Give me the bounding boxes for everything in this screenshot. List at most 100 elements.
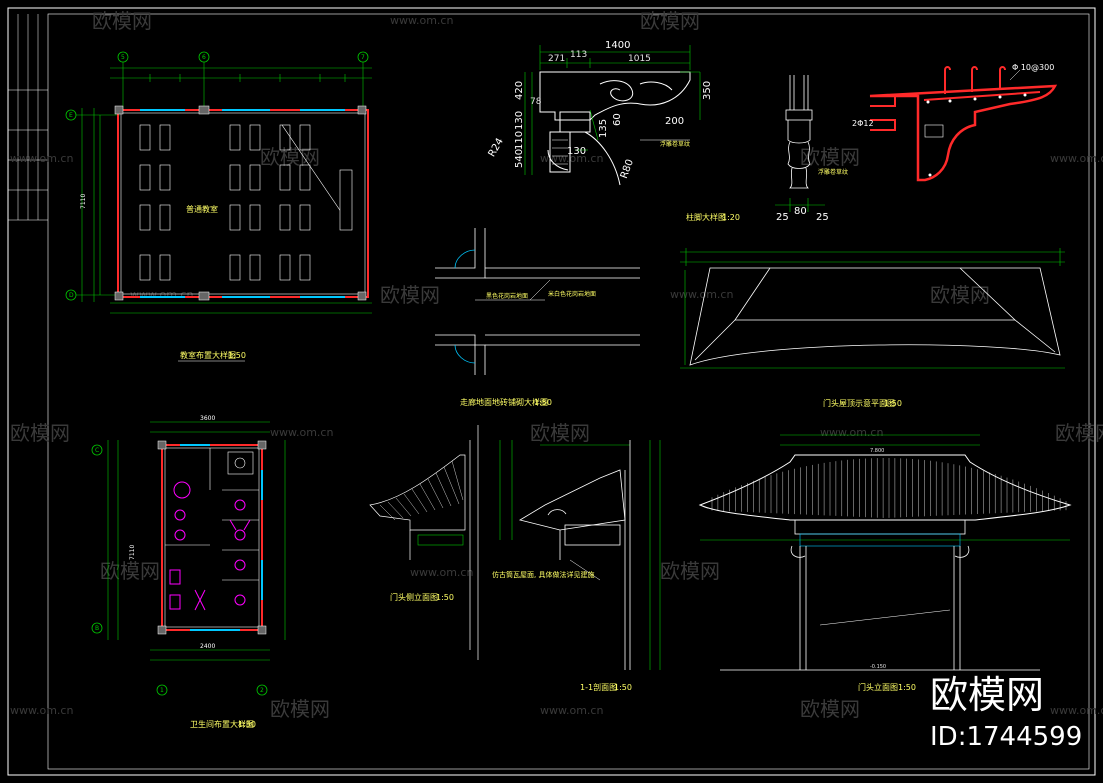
desk: [139, 124, 151, 151]
watermark: 欧模网: [380, 283, 440, 307]
desk: [299, 204, 311, 231]
watermark: 欧模网: [640, 9, 700, 33]
desk: [279, 124, 291, 151]
desk: [229, 124, 241, 151]
gate-tile-lines: [711, 458, 1067, 518]
rebar-note: Φ 10@300: [1012, 63, 1054, 72]
desk: [229, 204, 241, 231]
bracket-dim: R80: [619, 158, 636, 180]
bracket-dim: 113: [570, 50, 587, 60]
desk: [249, 124, 261, 151]
rebar-hooks: [870, 66, 1006, 131]
dimension-lines-top: [110, 62, 372, 110]
watermark-url: www.om.cn: [10, 152, 73, 165]
bracket-dim: 420: [514, 81, 525, 100]
title-strip: [8, 14, 48, 221]
bracket-dim: 78: [530, 97, 542, 107]
desk: [249, 254, 261, 281]
watermark-url: www.om.cn: [1050, 152, 1103, 165]
section-note: 仿古筒瓦屋面, 具体做法详见建施: [492, 570, 594, 579]
roof-plan-scale: 1:50: [884, 399, 902, 408]
bracket-dim: 110: [514, 131, 525, 150]
axis-label: B: [95, 625, 99, 632]
watermark-url: www.om.cn: [410, 566, 473, 579]
desk: [299, 164, 311, 191]
watermark-url: www.om.cn: [820, 426, 883, 439]
gate-roof-outline: [698, 454, 1072, 521]
roof-plan-title: 门头屋顶示意平面图: [823, 398, 895, 408]
column-detail: [785, 75, 813, 189]
desk: [139, 164, 151, 191]
desk: [249, 204, 261, 231]
section-scale: 1:50: [614, 683, 632, 692]
watermark-layer: 欧模网 欧模网 欧模网 欧模网 欧模网 欧模网 欧模网 欧模网 欧模网 欧模网 …: [10, 9, 1103, 721]
watermark-url: www.om.cn: [670, 288, 733, 301]
rebar-detail: Φ 10@300 2Φ12: [852, 63, 1058, 182]
plan-scale: 1:50: [228, 351, 246, 360]
section-1-1: 仿古筒瓦屋面, 具体做法详见建施 1-1剖面图 1:50: [492, 440, 661, 692]
desk: [279, 164, 291, 191]
watermark: 欧模网: [270, 697, 330, 721]
roof-plan: 门头屋顶示意平面图 1:50: [680, 248, 1065, 408]
axis-bubbles-top: [117, 51, 369, 63]
bracket-dim: 350: [702, 81, 713, 100]
classroom-plan: 5 6 7 E D 7110: [65, 51, 372, 362]
level-marker: -0.150: [870, 664, 886, 670]
axis-label: D: [69, 292, 74, 299]
desk: [139, 204, 151, 231]
desk: [229, 164, 241, 191]
podium: [281, 124, 353, 231]
watermark-url: www.om.cn: [1050, 704, 1103, 717]
desk: [229, 254, 241, 281]
classroom-columns: [114, 105, 367, 301]
desk: [299, 254, 311, 281]
watermark: 欧模网: [92, 9, 152, 33]
axis-label: 5: [121, 54, 125, 61]
desk: [159, 124, 171, 151]
axis-label: 2: [260, 687, 264, 694]
watermark: 欧模网: [100, 559, 160, 583]
watermark: 欧模网: [1055, 421, 1103, 445]
bracket-side-dims: [575, 71, 701, 151]
bracket-detail: 1400 271 113 1015 420 78 130 110 540 R: [487, 40, 713, 186]
level-marker: 7.800: [870, 448, 884, 454]
toilet-scale: 1:50: [238, 720, 256, 729]
bracket-dim: 200: [665, 116, 684, 127]
desk: [279, 204, 291, 231]
column-label: 浮雕卷草纹: [818, 168, 848, 176]
gate-side-elevation: 门头侧立面图 1:50: [369, 425, 479, 660]
toilet-title: 卫生间布置大样图: [190, 719, 254, 729]
front-elevation-title: 门头立面图: [858, 682, 898, 692]
bracket-shape: [539, 71, 691, 186]
desk: [279, 254, 291, 281]
bracket-label: 浮雕卷草纹: [660, 140, 690, 148]
watermark: 欧模网: [800, 697, 860, 721]
column-scale: 1:20: [722, 213, 740, 222]
drawing-inner-frame: [47, 13, 1090, 770]
overall-dimension: 7110: [80, 194, 87, 209]
bracket-dim: R24: [487, 136, 506, 159]
classroom-windows: [140, 109, 345, 298]
desk-grid: [139, 124, 311, 281]
brand-logo: 欧模网: [930, 673, 1044, 717]
column-title: 柱脚大样图: [686, 212, 726, 222]
desk: [249, 164, 261, 191]
watermark: 欧模网: [530, 421, 590, 445]
axis-label: E: [69, 112, 73, 119]
bracket-dim: 271: [548, 54, 565, 64]
watermark-url: www.om.cn: [540, 704, 603, 717]
dimension-lines-bottom: [110, 302, 372, 314]
bracket-hatch: [552, 139, 568, 165]
desk: [159, 164, 171, 191]
column-dim: 25: [776, 212, 789, 223]
bracket-dim: 540: [514, 149, 525, 168]
column-dim: 80: [794, 206, 807, 217]
toilet-dim: 7110: [129, 545, 136, 560]
axis-label: 7: [361, 54, 365, 61]
desk: [159, 254, 171, 281]
axis-label: 6: [202, 54, 206, 61]
section-title: 1-1剖面图: [580, 682, 617, 692]
toilet-dim: 3600: [200, 415, 215, 422]
watermark: 欧模网: [930, 283, 990, 307]
corridor-detail: 黑色花岗岩地面 米白色花岗岩地面 走廊地面地砖铺砌大样图 1:50: [435, 228, 640, 407]
